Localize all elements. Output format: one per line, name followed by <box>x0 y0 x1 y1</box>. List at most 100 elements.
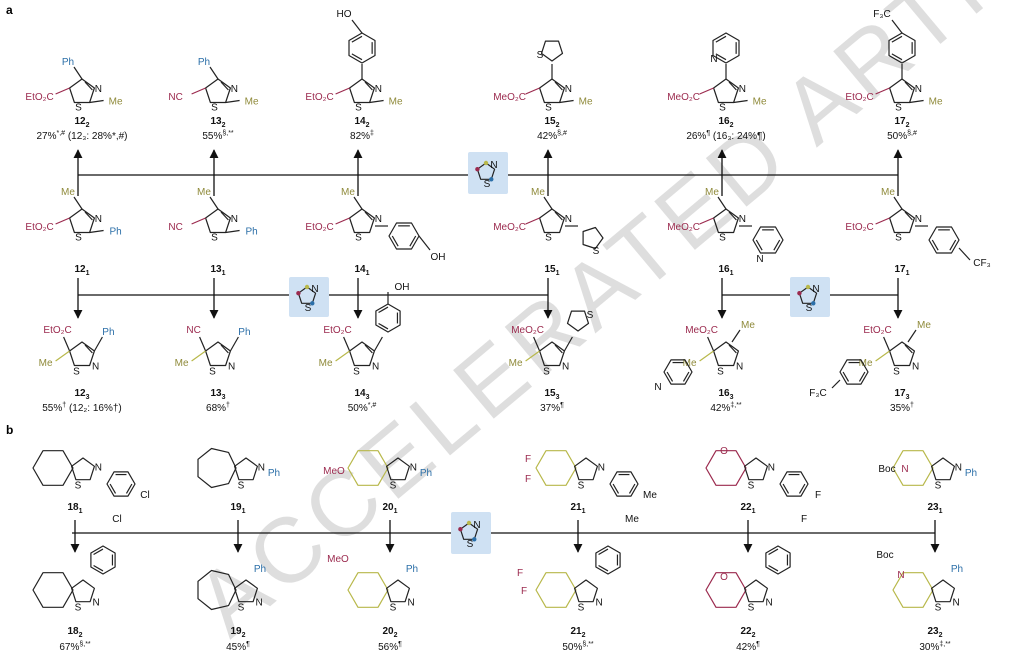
bond <box>733 99 748 104</box>
substituent-label: Me <box>753 97 767 108</box>
bond <box>63 336 71 352</box>
compound-label-bottom: 163 <box>718 388 733 401</box>
phenyl-label: Ph <box>406 564 418 575</box>
phenyl-label: Ph <box>420 468 432 479</box>
bond <box>728 344 737 354</box>
bond <box>798 483 806 494</box>
ring <box>347 450 389 486</box>
compound-label-b-start: 231 <box>927 502 942 515</box>
sulfur-atom: S <box>355 103 362 114</box>
bond <box>842 371 850 382</box>
methyl-label: Me <box>39 358 53 369</box>
methyl-label: Me <box>859 358 873 369</box>
bond <box>699 350 714 362</box>
bond <box>343 336 351 352</box>
ring <box>540 40 564 62</box>
bond <box>598 548 609 556</box>
ring <box>888 341 916 367</box>
bond <box>875 217 890 225</box>
ring <box>705 450 747 486</box>
atom-dot <box>466 520 472 526</box>
bond <box>209 196 219 210</box>
sulfur-atom: S <box>895 103 902 114</box>
bond <box>563 336 573 352</box>
nitrogen-atom: N <box>92 362 99 373</box>
atom-dot <box>805 284 811 290</box>
ring <box>68 208 96 234</box>
chloro-label: Cl <box>112 514 121 525</box>
yield-label-top: 82%‡ <box>350 130 374 142</box>
sulfur-atom: S <box>355 233 362 244</box>
yield-label-bottom: 55%† (12₂: 16%†) <box>42 402 122 414</box>
bond <box>554 81 563 91</box>
ring <box>349 341 375 367</box>
yield-label-b-end: 50%§,** <box>562 641 594 653</box>
bond <box>220 344 229 354</box>
nitrogen-atom: N <box>912 362 919 373</box>
thiophene-sulfur: S <box>593 246 600 257</box>
oxygen-label: O <box>720 572 728 583</box>
ring <box>712 341 740 367</box>
ring <box>892 572 934 608</box>
ring <box>197 447 237 489</box>
oxygen-label: O <box>720 446 728 457</box>
bond <box>958 247 971 261</box>
nitrogen-atom: N <box>372 362 379 373</box>
nitrogen-atom: N <box>952 598 959 609</box>
bond <box>409 235 417 247</box>
yield-label-b-end: 67%§,** <box>59 641 91 653</box>
compound-label-top: 152 <box>544 116 559 129</box>
ring <box>712 78 740 104</box>
sulfur-atom: S <box>935 603 942 614</box>
trifluoromethyl-label: CF₃ <box>973 258 990 269</box>
bond <box>391 235 399 247</box>
ring <box>32 572 74 608</box>
phenyl-label: Ph <box>965 468 977 479</box>
nitrogen-atom: N <box>92 598 99 609</box>
bond <box>598 564 609 572</box>
compound-label-mid: 131 <box>210 264 225 277</box>
bond <box>525 87 540 95</box>
yield-label-top: 50%§,# <box>887 130 917 142</box>
yield-label-top: 42%§,# <box>537 130 567 142</box>
yield-label-b-end: 56%¶ <box>378 641 402 653</box>
fluoro-label: F <box>815 490 821 501</box>
ring <box>388 222 420 250</box>
atom-dot <box>472 537 477 542</box>
bond <box>364 344 373 354</box>
substituent-label: EtO₂C <box>305 92 333 103</box>
nitrogen-atom: N <box>812 284 819 295</box>
sulfur-atom: S <box>75 603 82 614</box>
yield-label-b-end: 45%¶ <box>226 641 250 653</box>
bond <box>89 229 104 234</box>
ring <box>663 359 693 385</box>
compound-label-top: 142 <box>354 116 369 129</box>
compound-label-b-start: 221 <box>740 502 755 515</box>
compound-label-mid: 171 <box>894 264 909 277</box>
nitrogen-atom: N <box>231 84 238 95</box>
sulfur-atom: S <box>211 233 218 244</box>
ring <box>348 32 376 64</box>
bond <box>335 350 350 362</box>
bond <box>682 371 690 382</box>
fluoro-label: F <box>801 514 807 525</box>
bond <box>191 87 206 95</box>
ester-label: EtO₂C <box>43 325 71 336</box>
bond <box>628 483 636 494</box>
ring <box>535 572 577 608</box>
bond <box>220 211 229 221</box>
nitrogen-atom: N <box>95 214 102 225</box>
ring <box>32 450 74 486</box>
compound-label-mid: 141 <box>354 264 369 277</box>
pyridine-nitrogen: N <box>756 254 763 265</box>
substituent-label: Ph <box>245 227 257 238</box>
reagent-icon: NS <box>475 160 498 190</box>
compound-label-top: 172 <box>894 116 909 129</box>
atom-dot <box>811 301 816 306</box>
compound-label-b-end: 212 <box>570 626 585 639</box>
